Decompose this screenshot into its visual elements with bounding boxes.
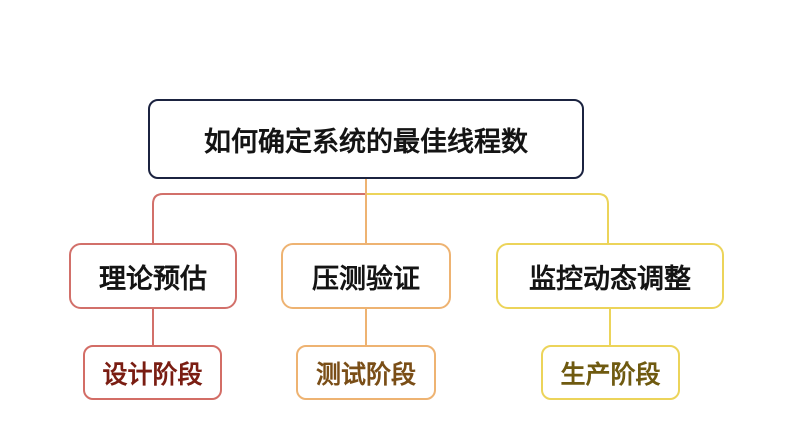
root-node-label: 如何确定系统的最佳线程数 bbox=[204, 126, 528, 158]
stage-production-label: 生产阶段 bbox=[560, 359, 661, 389]
node-monitor-adjust: 监控动态调整 bbox=[496, 243, 724, 309]
connector-root-to-theory bbox=[152, 193, 366, 243]
connector-root-to-monitor bbox=[366, 193, 609, 243]
stage-design-label: 设计阶段 bbox=[102, 359, 203, 389]
node-monitor-adjust-label: 监控动态调整 bbox=[529, 263, 691, 295]
root-node: 如何确定系统的最佳线程数 bbox=[148, 99, 584, 179]
node-stress-test-label: 压测验证 bbox=[312, 263, 420, 295]
stage-testing-label: 测试阶段 bbox=[315, 359, 416, 389]
stage-production: 生产阶段 bbox=[541, 345, 680, 400]
node-stress-test: 压测验证 bbox=[281, 243, 451, 309]
stage-design: 设计阶段 bbox=[83, 345, 222, 400]
stage-testing: 测试阶段 bbox=[296, 345, 436, 400]
node-theory-estimate: 理论预估 bbox=[69, 243, 237, 309]
node-theory-estimate-label: 理论预估 bbox=[99, 263, 207, 295]
